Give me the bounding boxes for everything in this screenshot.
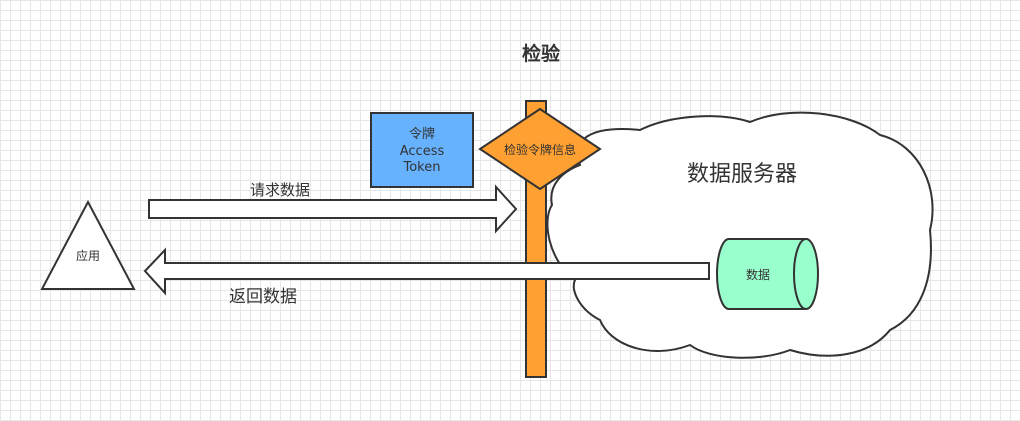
app-triangle	[40, 199, 136, 290]
app-label: 应用	[76, 248, 100, 263]
request-arrow	[148, 184, 518, 234]
token-line-3: Token	[403, 160, 441, 175]
access-token-box	[370, 112, 474, 188]
check-token-diamond	[478, 107, 602, 191]
request-label: 请求数据	[250, 181, 310, 199]
database-cylinder	[716, 238, 819, 310]
token-line-2: Access	[400, 144, 445, 159]
data-server-cloud	[546, 111, 934, 359]
response-arrow	[143, 247, 710, 296]
data-server-label: 数据服务器	[687, 162, 797, 187]
check-token-label: 检验令牌信息	[504, 142, 576, 157]
token-line-1: 令牌	[409, 126, 435, 142]
response-label: 返回数据	[229, 287, 297, 307]
database-label: 数据	[746, 267, 770, 282]
diagram-title: 检验	[522, 42, 561, 65]
